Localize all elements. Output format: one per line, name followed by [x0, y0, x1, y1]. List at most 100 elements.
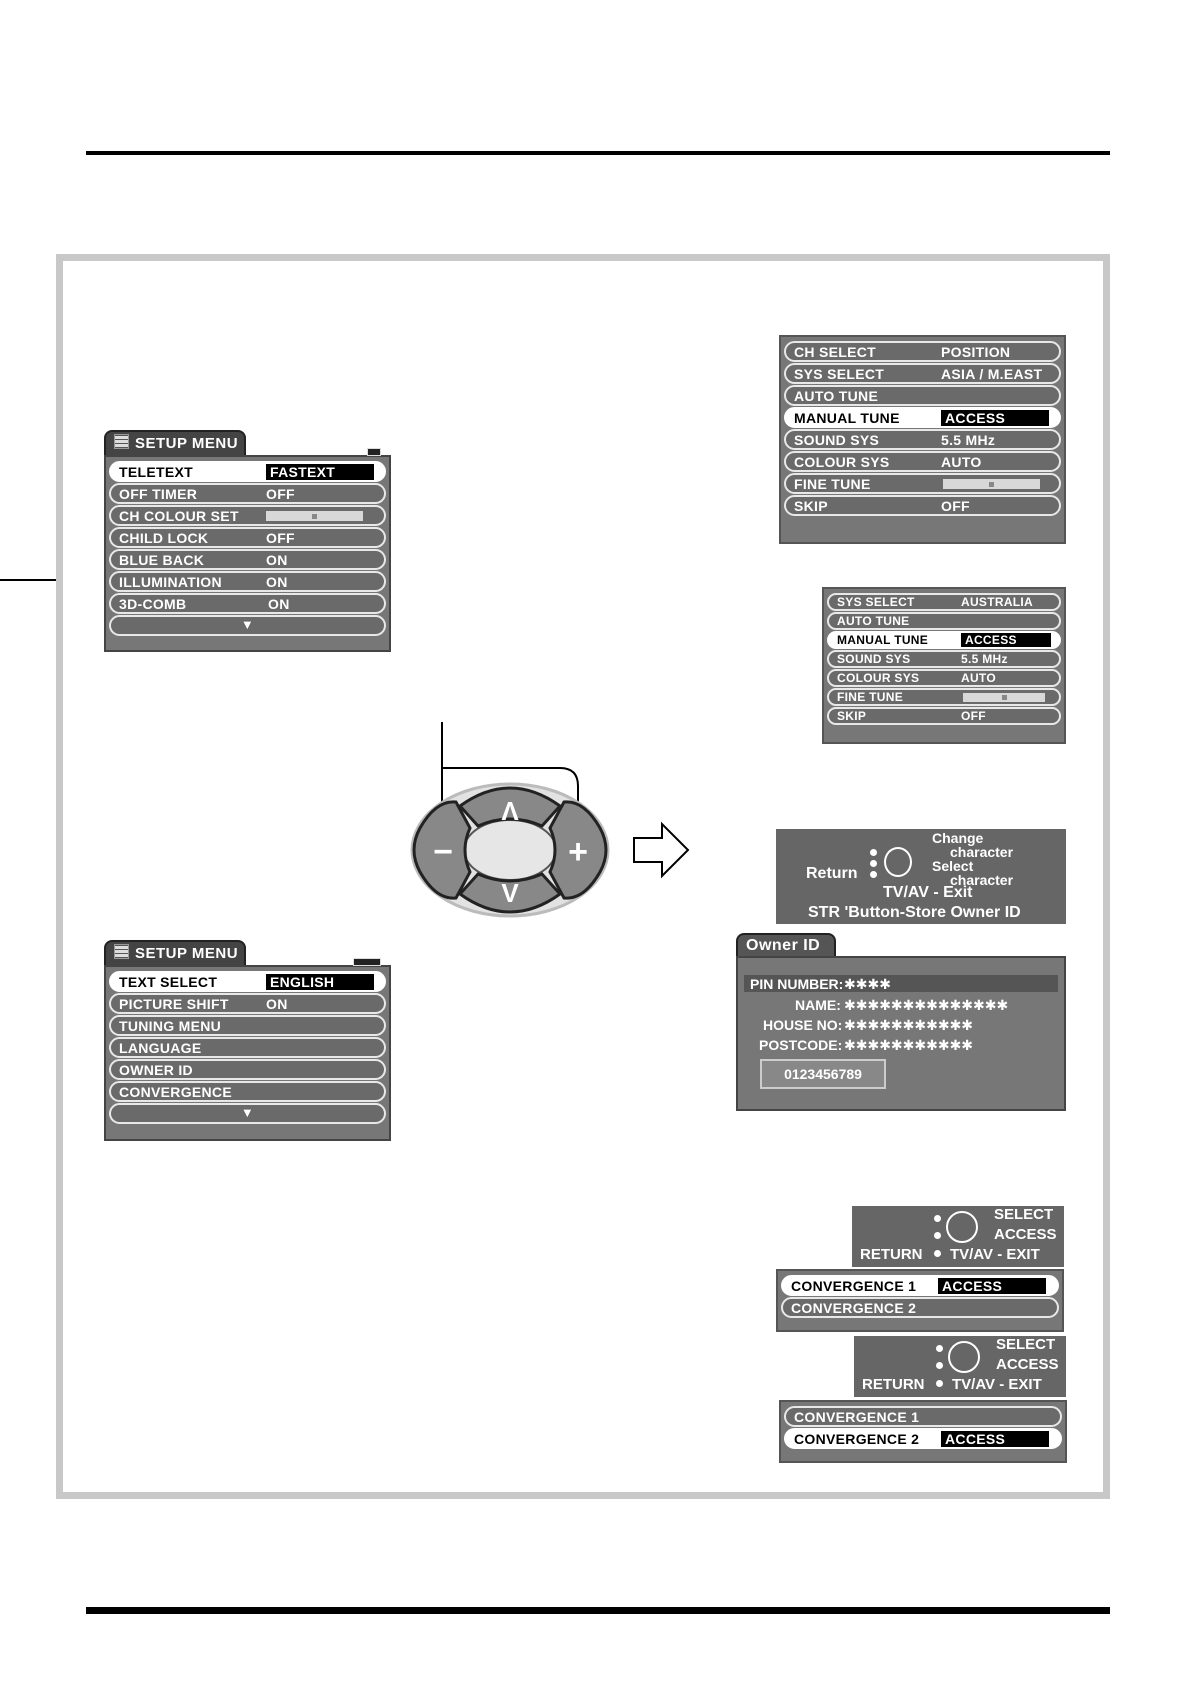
tuning-row-auto-tune[interactable]: AUTO TUNE: [784, 385, 1061, 406]
tuning-row-auto-tune[interactable]: AUTO TUNE: [827, 612, 1061, 630]
ch-colour-level-bar[interactable]: [266, 511, 363, 521]
help-dot: [934, 1250, 941, 1257]
tuning-row-fine-tune[interactable]: FINE TUNE: [784, 473, 1061, 494]
level-marker: [989, 482, 994, 487]
help-return: RETURN: [860, 1246, 923, 1263]
menu-row-language[interactable]: LANGUAGE: [109, 1037, 386, 1058]
help-dot: [934, 1215, 941, 1222]
house-label: HOUSE NO:: [763, 1017, 843, 1033]
joystick-icon: [946, 1211, 978, 1243]
convergence-help-1: SELECT ACCESS RETURN TV/AV - EXIT: [852, 1206, 1064, 1267]
help-access: ACCESS: [996, 1356, 1059, 1373]
plus-button[interactable]: [548, 800, 608, 900]
help-access: ACCESS: [994, 1226, 1057, 1243]
pin-label: PIN NUMBER:: [750, 976, 844, 992]
up-button[interactable]: [457, 786, 563, 828]
minus-button[interactable]: [412, 800, 472, 900]
postcode-label: POSTCODE:: [759, 1037, 843, 1053]
pad-centre: [463, 819, 557, 881]
help-store: STR 'Button-Store Owner ID: [808, 904, 1021, 921]
help-exit: TV/AV - EXIT: [950, 1246, 1040, 1263]
setup-menu-1-title: SETUP MENU: [104, 430, 246, 456]
menu-row-tuning-menu[interactable]: TUNING MENU: [109, 1015, 386, 1036]
help-dot: [936, 1362, 943, 1369]
conv-row-1[interactable]: CONVERGENCE 1: [784, 1406, 1062, 1427]
scroll-down-arrow[interactable]: ▼: [109, 615, 386, 636]
top-rule: [86, 151, 1110, 155]
tuning-row-fine-tune[interactable]: FINE TUNE: [827, 688, 1061, 706]
right-arrow-icon: [633, 821, 690, 879]
help-return: Return: [806, 865, 858, 882]
menu-list-icon: [114, 434, 129, 449]
joystick-icon: [948, 1341, 980, 1373]
scroll-down-arrow[interactable]: ▼: [109, 1103, 386, 1124]
help-dot: [934, 1232, 941, 1239]
help-character-2: character: [950, 872, 1014, 888]
help-dot: [870, 871, 877, 878]
level-marker: [1002, 695, 1007, 700]
help-select: SELECT: [994, 1206, 1054, 1223]
conv-row-2[interactable]: CONVERGENCE 2: [781, 1297, 1059, 1318]
help-dot: [936, 1345, 943, 1352]
page-indicator: [367, 448, 381, 456]
help-exit: TV/AV - Exit: [883, 884, 973, 901]
postcode-value[interactable]: ✱✱✱✱✱✱✱✱✱✱✱: [844, 1037, 974, 1053]
setup-menu-2-title: SETUP MENU: [104, 940, 246, 966]
menu-row-owner-id[interactable]: OWNER ID: [109, 1059, 386, 1080]
menu-row-convergence[interactable]: CONVERGENCE: [109, 1081, 386, 1102]
level-marker: [312, 514, 317, 519]
fine-tune-level-bar[interactable]: [943, 479, 1040, 489]
menu-list-icon: [114, 944, 129, 959]
owner-id-panel: PIN NUMBER: ✱✱✱✱ NAME: ✱✱✱✱✱✱✱✱✱✱✱✱✱✱ HO…: [736, 956, 1066, 1111]
up-label: Λ: [501, 796, 519, 826]
menu-row-ch-colour-set[interactable]: CH COLOUR SET: [109, 505, 386, 526]
owner-id-help-panel: Change character Select character Return…: [776, 829, 1066, 924]
fine-tune-level-bar[interactable]: [963, 693, 1045, 702]
pin-value[interactable]: ✱✱✱✱: [844, 976, 891, 992]
help-return: RETURN: [862, 1376, 925, 1393]
house-value[interactable]: ✱✱✱✱✱✱✱✱✱✱✱: [844, 1017, 974, 1033]
leader-line-plus: [442, 767, 579, 815]
page-indicator: [353, 958, 381, 966]
help-change: Change: [932, 830, 984, 846]
help-dot: [870, 849, 877, 856]
down-button[interactable]: [457, 872, 563, 914]
owner-id-title: Owner ID: [736, 933, 836, 958]
content-frame: [56, 254, 1110, 1499]
down-label: V: [501, 878, 519, 908]
minus-label: −: [433, 833, 453, 871]
joystick-icon: [884, 847, 912, 877]
help-select: SELECT: [996, 1336, 1056, 1353]
remote-pad-diagram: − + Λ V: [410, 722, 610, 918]
digit-selector[interactable]: 0123456789: [760, 1059, 886, 1089]
help-select: Select: [932, 858, 974, 874]
help-character-1: character: [950, 844, 1014, 860]
plus-label: +: [568, 833, 588, 871]
name-value[interactable]: ✱✱✱✱✱✱✱✱✱✱✱✱✱✱: [844, 997, 1009, 1013]
